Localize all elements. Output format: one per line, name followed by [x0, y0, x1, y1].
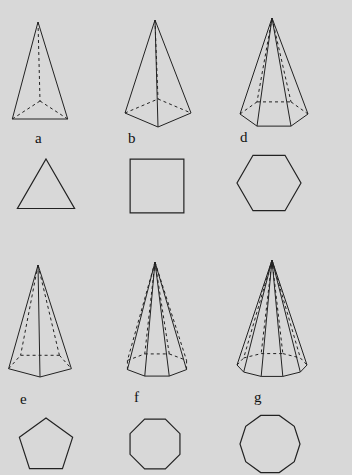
hidden-edge [125, 99, 158, 113]
hidden-edge [240, 102, 257, 114]
visible-edge [145, 262, 155, 376]
visible-edge [158, 113, 191, 127]
base-polygon [130, 419, 180, 469]
visible-edge [244, 372, 262, 376]
visible-edge [240, 18, 272, 114]
visible-edge [12, 22, 38, 119]
visible-edge [38, 265, 40, 377]
visible-edge [261, 376, 283, 377]
visible-edge [38, 22, 68, 119]
pyramid-figure [127, 262, 186, 376]
hidden-edge [21, 265, 38, 355]
hidden-edge [261, 353, 283, 354]
figure-letter: e [20, 391, 27, 407]
visible-edge [272, 18, 308, 114]
visible-edge [291, 114, 308, 126]
figure-letter: d [240, 129, 248, 145]
visible-edge [155, 20, 158, 127]
visible-edge [169, 370, 186, 376]
base-polygon [17, 159, 74, 209]
pyramid-figure [9, 265, 72, 377]
visible-edge [244, 260, 272, 372]
base-polygon [237, 155, 301, 210]
pyramid-figure [237, 260, 307, 376]
hidden-edge [40, 101, 68, 119]
figure-letter: f [134, 389, 139, 405]
visible-edge [300, 365, 307, 372]
visible-edge [38, 265, 71, 369]
figure-letter: g [254, 389, 262, 405]
visible-edge [272, 260, 300, 372]
visible-edge [237, 260, 272, 365]
pyramid-figure [240, 18, 308, 126]
hidden-edge [272, 260, 283, 354]
hidden-edge [145, 353, 169, 354]
visible-edge [40, 369, 71, 377]
hidden-edge [155, 262, 187, 360]
visible-edge [283, 372, 301, 376]
visible-edge [9, 369, 40, 377]
visible-edge [155, 262, 169, 376]
visible-edge [12, 119, 67, 120]
visible-edge [9, 265, 38, 369]
hidden-edge [261, 260, 272, 354]
hidden-edge [127, 262, 155, 360]
base-polygon [19, 418, 72, 469]
visible-edge [155, 262, 187, 370]
base-polygon [130, 159, 184, 213]
hidden-edge [244, 354, 262, 358]
hidden-edge [145, 262, 155, 354]
hidden-edge [38, 265, 59, 355]
visible-edge [257, 126, 291, 127]
figure-letter: b [128, 130, 136, 146]
hidden-edge [257, 18, 272, 102]
hidden-edge [155, 262, 169, 354]
pyramid-figure [12, 22, 67, 119]
visible-edge [257, 18, 272, 126]
hidden-edge [244, 260, 272, 358]
visible-edge [237, 365, 244, 372]
figure-letter: a [35, 130, 42, 146]
visible-edge [127, 262, 155, 370]
visible-edge [272, 18, 291, 126]
visible-edge [145, 376, 169, 377]
hidden-edge [272, 18, 291, 102]
hidden-edge [38, 22, 40, 101]
hidden-edge [257, 101, 291, 102]
visible-edge [240, 114, 257, 126]
pyramid-figure [125, 20, 191, 127]
visible-edge [127, 370, 144, 376]
visible-edge [155, 20, 191, 113]
hidden-edge [272, 260, 300, 358]
visible-edge [125, 20, 155, 113]
base-polygon [240, 415, 300, 472]
hidden-edge [155, 20, 158, 99]
visible-edge [125, 113, 158, 127]
hidden-edge [283, 354, 301, 358]
